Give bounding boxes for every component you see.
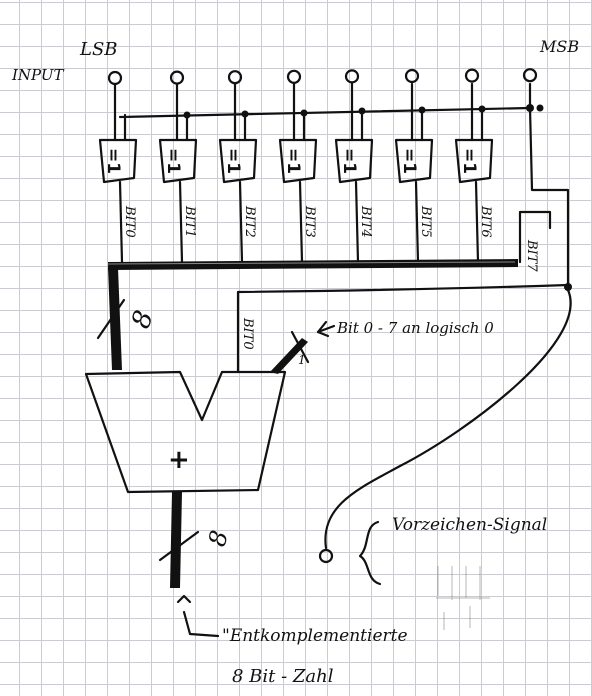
bit-wire-1 xyxy=(178,180,184,264)
output-width-label: 8 xyxy=(203,527,234,549)
input-terminal-7[interactable] xyxy=(522,68,538,83)
bit-label-2: BIT2 xyxy=(242,205,257,238)
lsb-label: LSB xyxy=(79,39,118,60)
adder-symbol: + xyxy=(168,445,190,475)
carry-annotation: Bit 0 - 7 an logisch 0 xyxy=(336,319,494,337)
bit-label-6: BIT6 xyxy=(478,205,493,238)
bit7-label: BIT7 xyxy=(524,239,539,272)
bus-to-adder xyxy=(108,268,122,370)
carry-in-value: 1 xyxy=(298,353,306,367)
sign-to-adder-line xyxy=(236,283,570,374)
xor-gate-symbol: =1 xyxy=(283,148,303,174)
junction-dot xyxy=(564,283,572,291)
input-terminals xyxy=(107,68,544,119)
input-terminal-6[interactable] xyxy=(464,68,480,83)
xor-gate-symbol: =1 xyxy=(103,148,123,174)
input-terminal-4[interactable] xyxy=(344,69,360,84)
adder-block xyxy=(84,370,287,494)
xor-gate-body xyxy=(278,138,318,184)
xor-gate-body xyxy=(334,138,374,184)
output-label-line1: "Entkomplementierte xyxy=(222,626,408,646)
annotation-arrow xyxy=(316,324,336,334)
xor-gates: =1BIT0=1BIT1=1BIT2=1BIT3=1BIT4=1BIT5=1BI… xyxy=(98,106,494,264)
sign-control-line xyxy=(118,106,532,119)
sign-input-wire xyxy=(324,288,572,550)
bit-wire-6 xyxy=(474,180,480,264)
input-label: INPUT xyxy=(11,66,65,84)
xor-gate-body xyxy=(98,138,138,184)
xor-gate-body xyxy=(218,138,258,184)
bus-slash xyxy=(96,298,126,340)
xor-gate-body xyxy=(454,138,494,184)
msb-label: MSB xyxy=(539,37,579,56)
output-label-line2: 8 Bit - Zahl xyxy=(232,666,334,687)
xor-gate-symbol: =1 xyxy=(399,148,419,174)
xor-gate-body xyxy=(158,138,198,184)
bit-wire-2 xyxy=(238,180,244,264)
xor-gate-body xyxy=(394,138,434,184)
bit-label-5: BIT5 xyxy=(418,205,433,238)
xor-gate-symbol: =1 xyxy=(223,148,243,174)
output-bus xyxy=(170,492,182,588)
bit7-wire xyxy=(518,210,552,264)
sign-brace xyxy=(358,520,382,586)
faint-sketch xyxy=(436,566,490,630)
sign-line-down xyxy=(528,106,570,287)
input-terminal-2[interactable] xyxy=(227,70,243,85)
bit-label-3: BIT3 xyxy=(302,205,317,238)
bit0-adder-label: BIT0 xyxy=(240,317,255,350)
xor-gate-symbol: =1 xyxy=(459,148,479,174)
bit-label-0: BIT0 xyxy=(122,205,137,238)
output-arrow xyxy=(176,594,192,604)
bit-wire-3 xyxy=(298,180,304,264)
bus-width-label: 8 xyxy=(126,307,160,333)
input-terminal-0[interactable] xyxy=(107,70,123,86)
bit-label-4: BIT4 xyxy=(358,205,373,238)
output-slash xyxy=(158,530,200,562)
xor-gate-symbol: =1 xyxy=(163,148,183,174)
bit-label-1: BIT1 xyxy=(182,205,197,238)
sign-input-terminal[interactable] xyxy=(318,548,334,564)
xor-gate-symbol: =1 xyxy=(339,148,359,174)
data-bus xyxy=(108,259,518,270)
sign-signal-label: Vorzeichen-Signal xyxy=(392,515,547,535)
bit-wire-0 xyxy=(118,180,124,264)
bit-wire-4 xyxy=(354,180,360,264)
carry-in-wire xyxy=(270,338,308,374)
input-terminal-3[interactable] xyxy=(286,69,302,84)
input-terminal-1[interactable] xyxy=(169,70,185,85)
junction-dot xyxy=(536,104,544,112)
bit-wire-5 xyxy=(414,180,420,264)
output-pointer xyxy=(182,610,220,638)
input-terminal-5[interactable] xyxy=(404,68,420,84)
